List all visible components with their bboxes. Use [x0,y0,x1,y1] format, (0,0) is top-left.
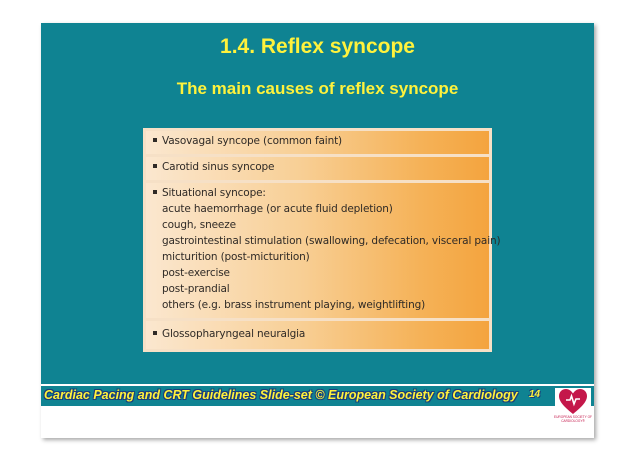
row-text: Vasovagal syncope (common faint) [162,135,342,147]
footer-text: Cardiac Pacing and CRT Guidelines Slide-… [44,388,518,402]
table-row: Situational syncope: acute haemorrhage (… [146,183,501,318]
bullet-icon [153,164,157,168]
table-row: Vasovagal syncope (common faint) [146,131,489,154]
page-number: 14 [529,389,541,400]
table-row: Carotid sinus syncope [146,157,489,180]
table-row: Glossopharyngeal neuralgia [146,321,489,349]
logo-caption: EUROPEAN SOCIETY OF CARDIOLOGY® [553,415,593,423]
esc-logo: EUROPEAN SOCIETY OF CARDIOLOGY® [553,388,593,436]
row-text: Situational syncope: [162,187,266,199]
row-text: micturition (post-micturition) [162,251,310,263]
row-text: others (e.g. brass instrument playing, w… [162,299,426,311]
bullet-icon [153,190,157,194]
slide-title: 1.4. Reflex syncope [220,35,415,58]
row-text: post-prandial [162,283,230,295]
slide-background: 1.4. Reflex syncope The main causes of r… [41,23,594,384]
bullet-icon [153,331,157,335]
row-text: gastrointestinal stimulation (swallowing… [162,235,501,247]
slide: 1.4. Reflex syncope The main causes of r… [41,23,594,438]
row-text: Carotid sinus syncope [162,161,275,173]
row-text: cough, sneeze [162,219,236,231]
heart-logo-icon [559,389,587,414]
slide-subtitle: The main causes of reflex syncope [176,79,459,98]
row-text: acute haemorrhage (or acute fluid deplet… [162,203,393,215]
bullet-icon [153,138,157,142]
row-text: Glossopharyngeal neuralgia [162,328,306,340]
row-text: post-exercise [162,267,230,279]
causes-table: Vasovagal syncope (common faint) Carotid… [143,128,501,352]
footer-bar: Cardiac Pacing and CRT Guidelines Slide-… [41,386,594,406]
